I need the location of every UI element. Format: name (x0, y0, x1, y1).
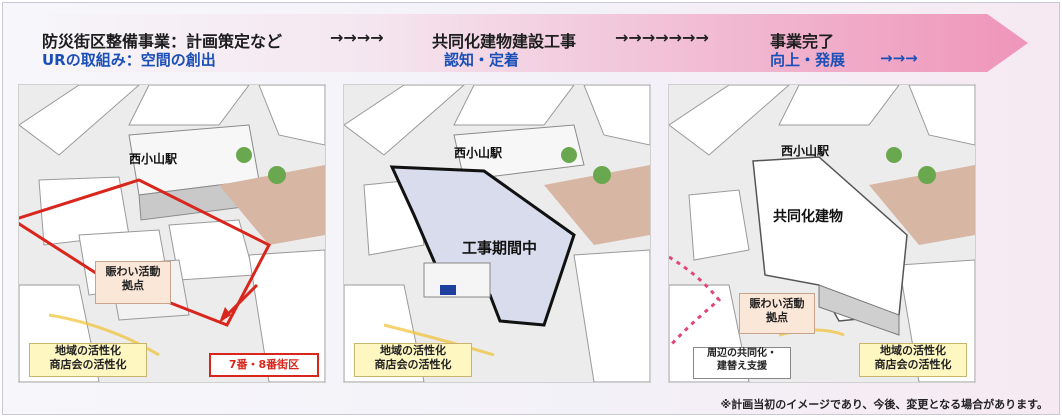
station-label: 西小山駅 (454, 145, 503, 160)
activity-hub-line2: 拠点 (122, 278, 144, 292)
regional-revitalization-callout: 地域の活性化 商店会の活性化 (859, 343, 967, 377)
neighborhood-support-label: 周辺の共同化・ 建替え支援 (693, 347, 791, 379)
stage-construction-label: 共同化建物建設工事 (432, 32, 577, 51)
activity-hub-line1: 賑わい活動 (105, 265, 161, 278)
construction-period-label: 工事期間中 (462, 239, 537, 257)
panel-planning-illustration: 西小山駅 (19, 85, 325, 382)
activity-hub-line2: 拠点 (766, 310, 788, 324)
ur-initiative-label: URの取組み：空間の創出 (42, 51, 216, 69)
support-line2: 建替え支援 (717, 360, 767, 372)
callout-line1: 地域の活性化 (380, 344, 446, 357)
stage-planning-label: 防災街区整備事業：計画策定など (42, 32, 283, 51)
callout-line2: 商店会の活性化 (374, 357, 452, 371)
panel-completion-illustration: 西小山駅 共同化建物 (669, 85, 975, 382)
station-label: 西小山駅 (781, 143, 830, 158)
improvement-label: 向上・発展 (770, 51, 846, 69)
activity-hub-line1: 賑わい活動 (749, 297, 805, 310)
district-label: 7番・8番街区 (209, 353, 319, 377)
arrow-3: →→→ (880, 49, 918, 67)
header-banner (8, 14, 1028, 72)
panel-planning: 西小山駅 賑わい活動 拠点 地域の活性化 商店会の活性化 7番・8番街区 (18, 84, 326, 383)
arrow-1: →→→→ (330, 28, 384, 47)
regional-revitalization-callout: 地域の活性化 商店会の活性化 (29, 343, 147, 377)
activity-hub-label: 賑わい活動 拠点 (95, 261, 171, 304)
station-label: 西小山駅 (129, 151, 178, 166)
panel-completion: 西小山駅 共同化建物 賑わい活動 拠点 周辺の共同化・ 建替え支援 地域の活性化… (668, 84, 976, 383)
recognition-label: 認知・定着 (444, 51, 520, 69)
callout-line2: 商店会の活性化 (874, 357, 952, 371)
support-arrow (669, 255, 722, 349)
activity-hub-label: 賑わい活動 拠点 (739, 293, 815, 334)
panel-construction-illustration: 西小山駅 工事期間中 (344, 85, 650, 382)
stage-complete-label: 事業完了 (770, 32, 835, 51)
support-line1: 周辺の共同化・ (707, 348, 777, 359)
joint-building-label: 共同化建物 (773, 208, 843, 225)
district-outline (19, 178, 272, 327)
callout-line1: 地域の活性化 (55, 344, 121, 357)
arrow-2: →→→→→→→ (615, 28, 709, 47)
callout-line1: 地域の活性化 (880, 344, 946, 357)
callout-line2: 商店会の活性化 (49, 357, 127, 371)
construction-area (389, 165, 576, 327)
footnote: ※計画当初のイメージであり、今後、変更となる場合があります。 (720, 398, 1049, 411)
regional-revitalization-callout: 地域の活性化 商店会の活性化 (354, 343, 472, 377)
panel-construction: 西小山駅 工事期間中 地域の活性化 商店会の活性化 (343, 84, 651, 383)
